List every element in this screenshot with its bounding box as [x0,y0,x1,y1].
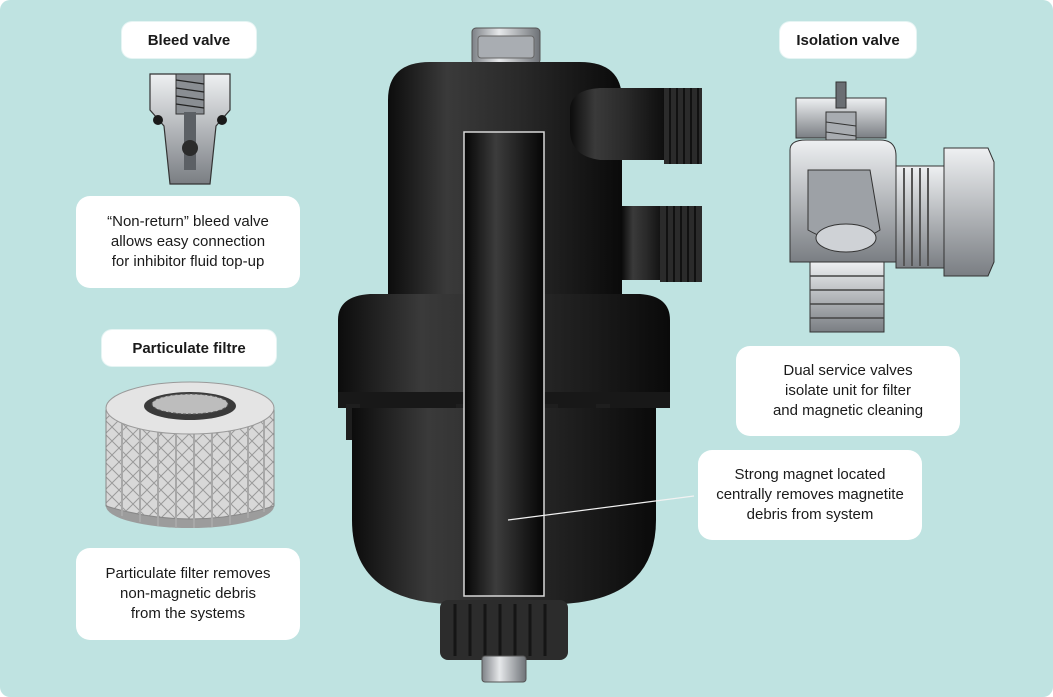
filter-body [338,27,702,683]
particulate-filtre-title: Particulate filtre [102,330,276,366]
magnet-description: Strong magnet located centrally removes … [698,450,922,540]
bleed-valve-title: Bleed valve [122,22,256,58]
particulate-filter-illustration [105,381,275,528]
isolation-valve-title: Isolation valve [780,22,916,58]
magnet-pointer-line [507,495,695,521]
bleed-valve-illustration [149,73,231,185]
isolation-valve-illustration [789,81,995,333]
bleed-valve-description: “Non-return” bleed valve allows easy con… [76,196,300,288]
particulate-filter-description: Particulate filter removes non-magnetic … [76,548,300,640]
isolation-valve-description: Dual service valves isolate unit for fil… [736,346,960,436]
